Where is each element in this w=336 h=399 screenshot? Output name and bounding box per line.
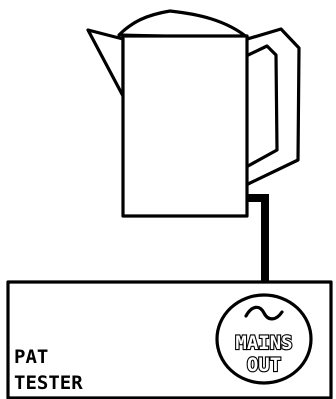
mains-out-socket[interactable]: MAINS OUT [217, 295, 311, 383]
socket-label-line2: OUT [247, 354, 281, 376]
socket-label-line1: MAINS [235, 332, 292, 354]
kettle-icon [88, 11, 299, 216]
power-cable [248, 198, 265, 284]
device-label-line1: PAT [14, 346, 48, 368]
kettle-body [123, 36, 247, 216]
kettle-spout [88, 30, 123, 96]
kettle-handle-inner [244, 46, 277, 166]
device-label-line2: TESTER [14, 372, 83, 394]
kettle-lid [119, 11, 248, 38]
